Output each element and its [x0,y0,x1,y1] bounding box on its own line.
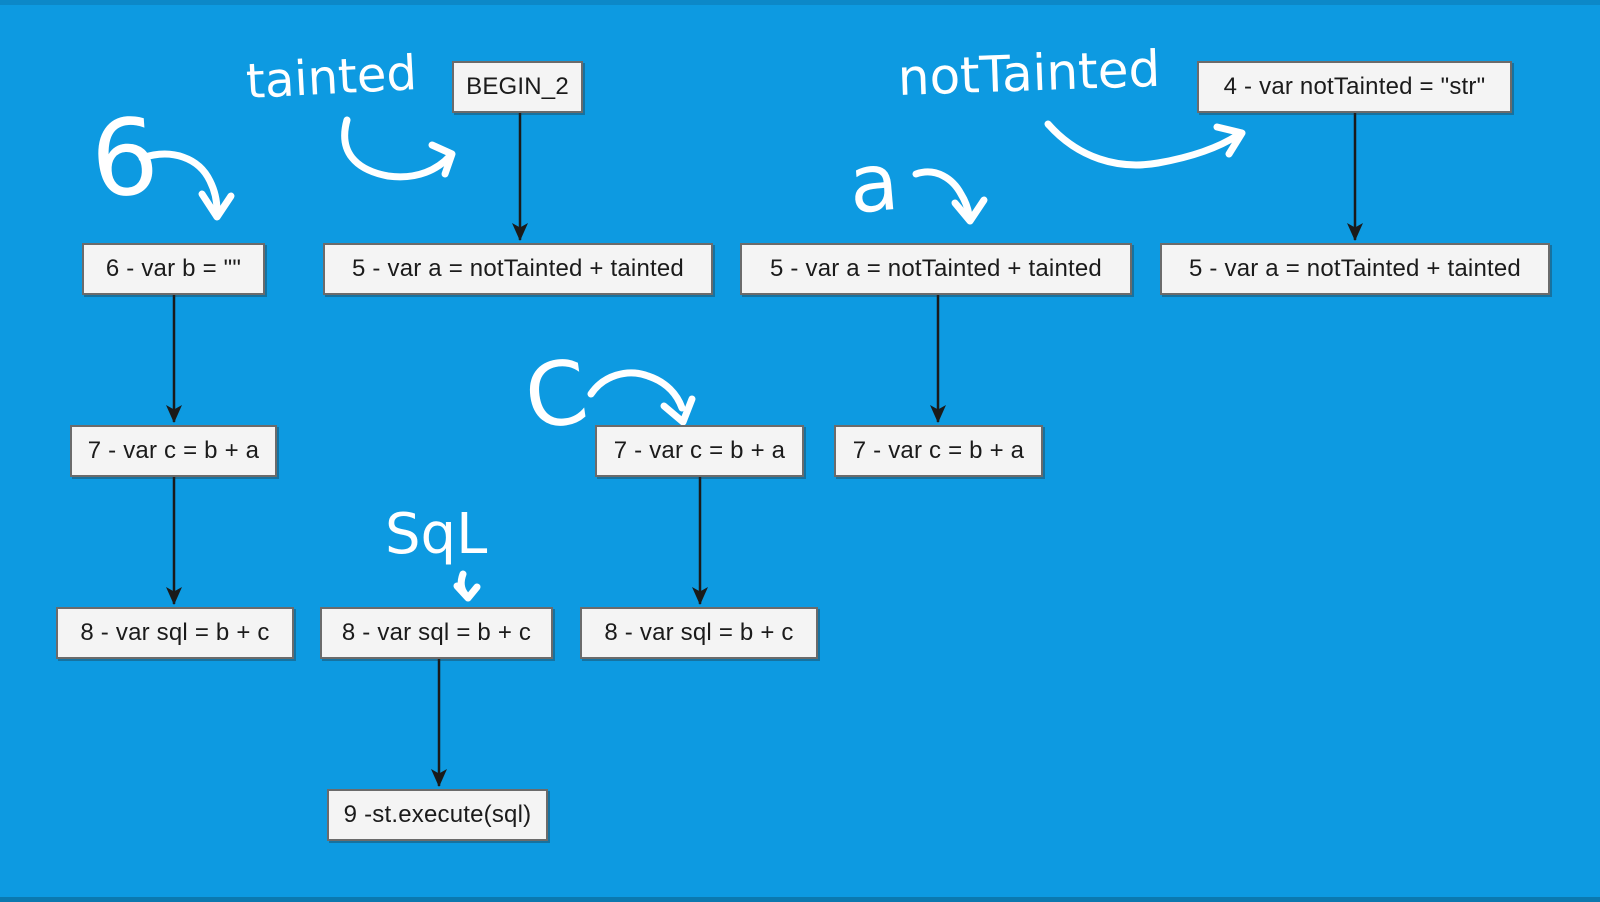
graph-node-label: 6 - var b = "" [105,255,242,282]
graph-node-n7c[interactable]: 7 - var c = b + a [834,425,1043,477]
handwritten-arrow-tainted [341,116,454,181]
graph-node-n9[interactable]: 9 -st.execute(sql) [327,789,548,841]
graph-node-n6[interactable]: 6 - var b = "" [82,243,265,295]
graph-node-label: 7 - var c = b + a [87,437,260,464]
handwritten-arrowhead-six [198,190,235,221]
top-edge-strip [0,0,1600,5]
graph-node-n7a[interactable]: 7 - var c = b + a [70,425,277,477]
graph-node-label: 9 -st.execute(sql) [343,801,532,828]
graph-node-label: 8 - var sql = b + c [604,619,794,646]
handwritten-arrow-c [587,369,686,412]
graph-node-label: 8 - var sql = b + c [341,619,532,646]
graph-node-label: 7 - var c = b + a [852,437,1025,464]
graph-node-begin2[interactable]: BEGIN_2 [452,61,583,113]
graph-node-n5b[interactable]: 5 - var a = notTainted + tainted [740,243,1132,295]
graph-node-n8c[interactable]: 8 - var sql = b + c [580,607,818,659]
handwritten-arrowhead-nottainted [1213,123,1246,158]
bottom-edge-strip [0,897,1600,902]
graph-node-n5c[interactable]: 5 - var a = notTainted + tainted [1160,243,1550,295]
handwritten-arrow-nottainted [1044,120,1242,169]
handwritten-arrowhead-sql [453,582,481,602]
graph-node-n7b[interactable]: 7 - var c = b + a [595,425,804,477]
handwritten-arrowhead-tainted [428,141,456,178]
graph-node-n8a[interactable]: 8 - var sql = b + c [56,607,294,659]
graph-node-label: 5 - var a = notTainted + tainted [1189,255,1521,282]
graph-node-label: 7 - var c = b + a [613,437,786,464]
handwritten-arrowhead-a [951,196,988,225]
graph-node-label: 4 - var notTainted = "str" [1223,73,1486,100]
graph-node-label: BEGIN_2 [466,73,569,100]
handwritten-arrow-a [912,168,973,219]
graph-node-n5a[interactable]: 5 - var a = notTainted + tainted [323,243,713,295]
graph-node-label: 5 - var a = notTainted + tainted [352,255,684,282]
graph-node-n8b[interactable]: 8 - var sql = b + c [320,607,553,659]
handwritten-arrow-six [138,150,221,215]
handwritten-arrowhead-c [660,395,696,426]
graph-node-label: 8 - var sql = b + c [80,619,270,646]
graph-node-label: 5 - var a = notTainted + tainted [770,255,1102,282]
graph-node-n4[interactable]: 4 - var notTainted = "str" [1197,61,1512,113]
